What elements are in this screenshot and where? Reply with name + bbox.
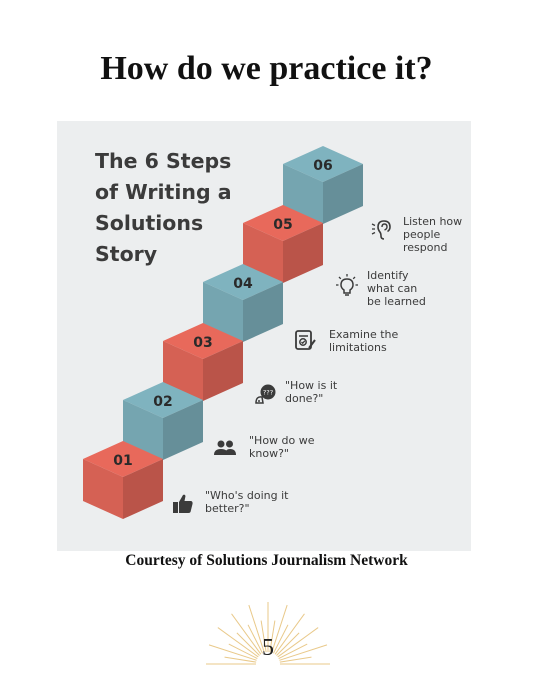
step-6-text: Listen how people respond: [403, 215, 463, 254]
question-bubble-icon: ???: [255, 384, 276, 404]
svg-text:???: ???: [263, 389, 273, 397]
step-1-number: 01: [113, 453, 132, 469]
step-4-cube: 04: [203, 264, 283, 342]
step-5-number: 05: [273, 217, 292, 233]
people-icon: [214, 440, 236, 455]
page-number: 5: [262, 635, 274, 661]
page-title: How do we practice it?: [100, 50, 433, 87]
step-2-text: "How do we know?": [249, 434, 315, 460]
step-2-number: 02: [153, 394, 172, 410]
step-3-text: "How is it done?": [285, 379, 338, 405]
step-4-text: Examine the limitations: [329, 328, 399, 354]
step-3-cube: 03: [163, 323, 243, 401]
image-caption: Courtesy of Solutions Journalism Network: [125, 552, 408, 569]
steps-staircase: 06 05 04 03 02 01: [83, 146, 363, 519]
infographic-title: The 6 Steps of Writing a Solutions Story: [95, 146, 265, 270]
step-1-cube: 01: [83, 441, 163, 519]
step-5-text: Identify what can be learned: [367, 269, 426, 308]
infographic-title-line: Story: [95, 242, 158, 266]
infographic-title-line: of Writing a: [95, 180, 232, 204]
step-6-number: 06: [313, 158, 332, 174]
sunburst-ornament: [206, 602, 330, 665]
step-5-cube: 05: [243, 205, 323, 283]
lightbulb-icon: [336, 274, 358, 296]
infographic-title-line: Solutions: [95, 211, 204, 235]
ear-icon: [371, 220, 391, 240]
infographic-title-line: The 6 Steps: [95, 149, 232, 173]
step-4-number: 04: [233, 276, 253, 292]
steps-infographic: The 6 Steps of Writing a Solutions Story…: [57, 121, 471, 551]
checklist-icon: [295, 330, 316, 350]
thumbs-up-icon: [173, 494, 193, 513]
step-1-text: "Who's doing it better?": [205, 489, 289, 515]
step-3-number: 03: [193, 335, 212, 351]
step-6-cube: 06: [283, 146, 363, 224]
page-number-ornament: 5: [206, 598, 330, 669]
step-2-cube: 02: [123, 382, 203, 460]
